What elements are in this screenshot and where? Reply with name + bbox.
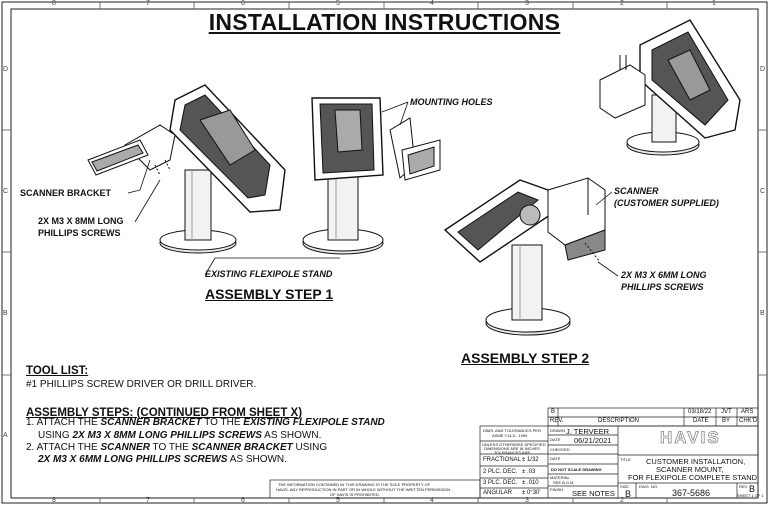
finish-value: SEE NOTES	[572, 489, 615, 498]
material-value: SEE B.O.M	[553, 480, 574, 485]
assembly-step-1-line: USING 2X M3 X 8MM LONG PHILLIPS SCREWS A…	[38, 430, 322, 441]
zone-label-bottom: 4	[430, 497, 434, 504]
tool-list-item: #1 PHILLIPS SCREW DRIVER OR DRILL DRIVER…	[26, 379, 257, 390]
zone-label-side: B	[760, 310, 765, 317]
drawing-title-line: CUSTOMER INSTALLATION,	[646, 457, 746, 466]
callout-m3-8mm: PHILLIPS SCREWS	[38, 228, 121, 238]
rev-date: 03/18/22	[688, 409, 712, 415]
rev-value: B	[551, 409, 556, 415]
drawing-title-line: FOR FLEXIPOLE COMPLETE STAND	[628, 473, 758, 482]
step1-left-mount-illustration	[87, 84, 286, 254]
rev-letter: B	[749, 484, 756, 494]
zone-label-bottom: 6	[241, 497, 245, 504]
rev-by: JVT	[721, 409, 732, 415]
zone-label-top: 7	[146, 0, 150, 7]
tol-value: ± .010	[522, 480, 539, 486]
assembly-step-1-line: 1. ATTACH THE SCANNER BRACKET TO THE EXI…	[26, 417, 385, 428]
checked-label: CHECKED	[550, 447, 570, 452]
dwg-label: DWG. NO.	[639, 484, 659, 489]
size-label: SIZE	[620, 484, 629, 489]
zone-label-bottom: 8	[52, 497, 56, 504]
step1-middle-mount-illustration	[302, 97, 441, 255]
unless-note: DIMENSIONS ARE IN INCHES	[484, 446, 540, 451]
drawn-value: J. TERVEER	[566, 427, 610, 436]
tol-label: 2 PLC. DEC.	[483, 469, 518, 475]
assembled-mount-illustration	[599, 19, 741, 156]
zone-label-side: D	[760, 66, 766, 73]
callout-scanner: SCANNER	[614, 186, 659, 196]
assembly-step-1-title: ASSEMBLY STEP 1	[205, 286, 334, 302]
zone-label-top: 3	[525, 0, 529, 7]
dwg-number: 367-5686	[672, 488, 711, 498]
callout-mounting-holes: MOUNTING HOLES	[410, 97, 493, 107]
callout-existing-flexipole: EXISTING FLEXIPOLE STAND	[205, 269, 333, 279]
zone-label-top: 4	[430, 0, 434, 7]
rev-head: CHK'D	[739, 418, 758, 424]
tool-list-heading: TOOL LIST:	[26, 365, 89, 377]
page-title: INSTALLATION INSTRUCTIONS	[208, 9, 561, 35]
assembly-step-2-line: 2. ATTACH THE SCANNER TO THE SCANNER BRA…	[26, 442, 328, 453]
material-label: MATERIAL	[550, 475, 570, 480]
proprietary-note: OF HAVIS IS PROHIBITED.	[330, 492, 380, 497]
rev-chkd: ARS	[741, 409, 754, 415]
date2-label: DATE	[550, 456, 561, 461]
rev-head: BY	[722, 418, 731, 424]
step2-mount-illustration	[443, 177, 606, 336]
date-value: 06/21/2021	[574, 436, 612, 445]
title-block-grid	[269, 407, 759, 499]
zone-label-top: 5	[336, 0, 340, 7]
rev-head: REV.	[550, 418, 564, 424]
zone-label-top: 8	[52, 0, 56, 7]
scale-note: DO NOT SCALE DRAWING	[551, 467, 602, 472]
finish-label: FINISH	[550, 487, 564, 492]
callout-m3-6mm: PHILLIPS SCREWS	[621, 282, 704, 292]
leader-lines	[127, 101, 619, 277]
rev-label: REV	[739, 484, 748, 489]
tol-label: ANGULAR	[483, 490, 513, 496]
zone-label-top: 1	[712, 0, 716, 7]
dims-note: DIMS. AND TOLERANCES PER	[483, 428, 541, 433]
unless-note: UNLESS OTHERWISE SPECIFIED	[482, 442, 546, 447]
zone-label-side: A	[3, 432, 8, 439]
assembly-step-2-title: ASSEMBLY STEP 2	[461, 350, 590, 366]
callout-m3-6mm: 2X M3 X 6MM LONG	[621, 270, 707, 280]
unless-note: TOLERANCES ARE:	[494, 450, 532, 455]
zone-label-side: B	[3, 310, 8, 317]
zone-label-side: C	[760, 188, 766, 195]
dims-note: ASME Y14.5 - 1994	[492, 433, 528, 438]
drawn-label: DRAWN	[550, 428, 565, 433]
callout-m3-8mm: 2X M3 X 8MM LONG	[38, 216, 124, 226]
tol-value: ± .03	[522, 469, 536, 475]
rev-head: DESCRIPTION	[598, 418, 640, 424]
havis-logo: HAVIS	[660, 428, 721, 448]
zone-label-bottom: 5	[336, 497, 340, 504]
tol-value: ± 1/32	[522, 457, 539, 463]
assembly-steps-heading: ASSEMBLY STEPS: (CONTINUED FROM SHEET X)	[26, 407, 303, 419]
sheet-label: SHEET 1 OF 1	[737, 493, 764, 498]
proprietary-note: THE INFORMATION CONTAINED IN THIS DRAWIN…	[278, 482, 431, 487]
title-label: TITLE	[620, 457, 631, 462]
zone-label-bottom: 2	[620, 497, 624, 504]
zone-label-bottom: 3	[525, 497, 529, 504]
zone-label-side: D	[3, 66, 9, 73]
callout-scanner: (CUSTOMER SUPPLIED)	[614, 198, 719, 208]
zone-label-side: C	[3, 188, 9, 195]
callout-scanner-bracket: SCANNER BRACKET	[20, 188, 112, 198]
tol-value: ± 0°30'	[522, 490, 541, 496]
proprietary-note: HAVIS. ANY REPRODUCTION IN PART OR IN WH…	[276, 487, 451, 492]
size-value: B	[625, 489, 632, 499]
zone-label-bottom: 7	[146, 497, 150, 504]
drawing-title-line: SCANNER MOUNT,	[656, 465, 724, 474]
tol-label: FRACTIONAL	[483, 457, 522, 463]
tol-label: 3 PLC. DEC.	[483, 480, 518, 486]
rev-head: DATE	[693, 418, 709, 424]
zone-label-top: 2	[620, 0, 624, 7]
zone-label-top: 6	[241, 0, 245, 7]
assembly-step-2-line: 2X M3 X 6MM LONG PHILLIPS SCREWS AS SHOW…	[38, 454, 287, 465]
date-label: DATE	[550, 437, 561, 442]
